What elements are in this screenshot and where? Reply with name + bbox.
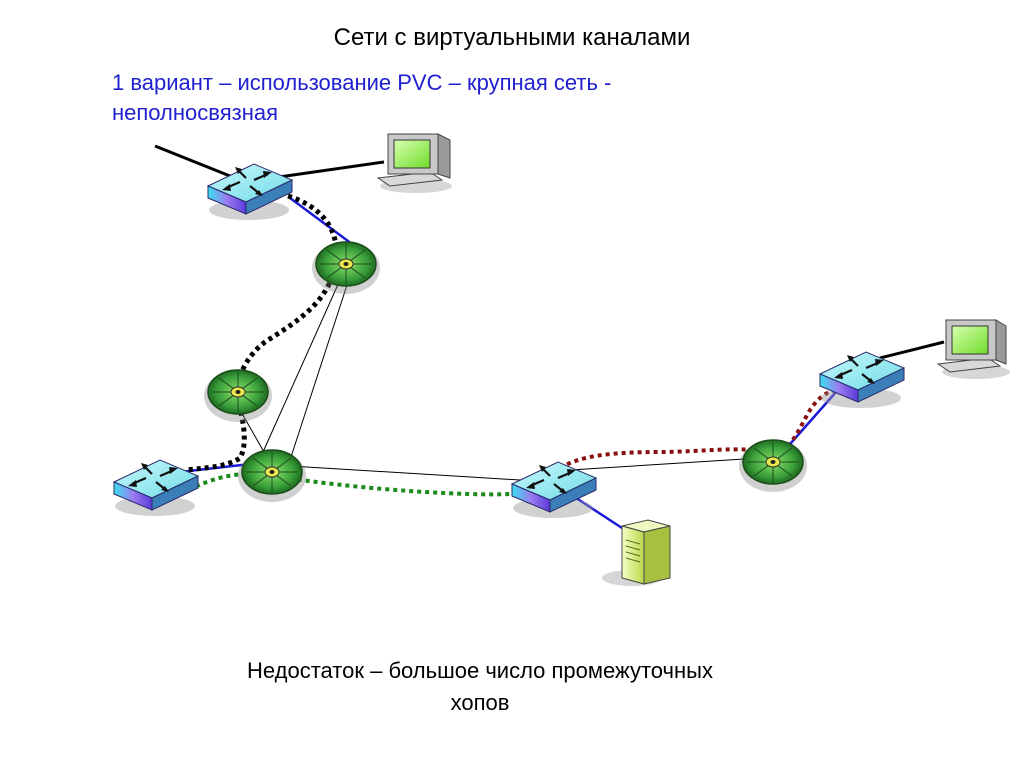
workstation-icon[interactable] — [376, 133, 452, 193]
subtitle-line-2: неполносвязная — [112, 100, 279, 125]
router-icon[interactable] — [112, 458, 200, 518]
subtitle-line-1: 1 вариант – использование PVC – крупная … — [112, 70, 612, 95]
trunk-links — [239, 279, 761, 481]
trunk-link — [262, 279, 341, 453]
workstation-link — [271, 160, 385, 180]
access-link — [289, 196, 353, 246]
footer-line-1: Недостаток – большое число промежуточных — [247, 658, 713, 683]
subtitle: 1 вариант – использование PVC – крупная … — [112, 68, 752, 128]
workstation-link — [879, 340, 945, 360]
page-title: Сети с виртуальными каналами — [333, 24, 691, 51]
frame-relay-switch-icon[interactable] — [738, 439, 808, 493]
virtual-circuit-red — [558, 388, 837, 470]
trunk-link — [289, 281, 349, 461]
footer-line-2: хопов — [450, 690, 510, 715]
server-icon[interactable] — [602, 519, 671, 586]
frame-relay-switch-icon[interactable] — [311, 241, 381, 295]
footer-note: Недостаток – большое число промежуточных… — [180, 655, 780, 719]
frame-relay-switch-icon[interactable] — [237, 449, 307, 503]
router-icon[interactable] — [510, 460, 598, 520]
external-link — [154, 144, 236, 180]
frame-relay-switch-icon[interactable] — [203, 369, 273, 423]
workstation-icon[interactable] — [936, 319, 1010, 379]
external-links — [154, 144, 945, 360]
trunk-link — [289, 465, 521, 481]
access-link — [569, 492, 623, 530]
virtual-circuit-green — [180, 471, 529, 497]
router-icon[interactable] — [818, 350, 906, 410]
virtual-circuit-black — [185, 193, 339, 473]
trunk-link — [569, 457, 761, 471]
